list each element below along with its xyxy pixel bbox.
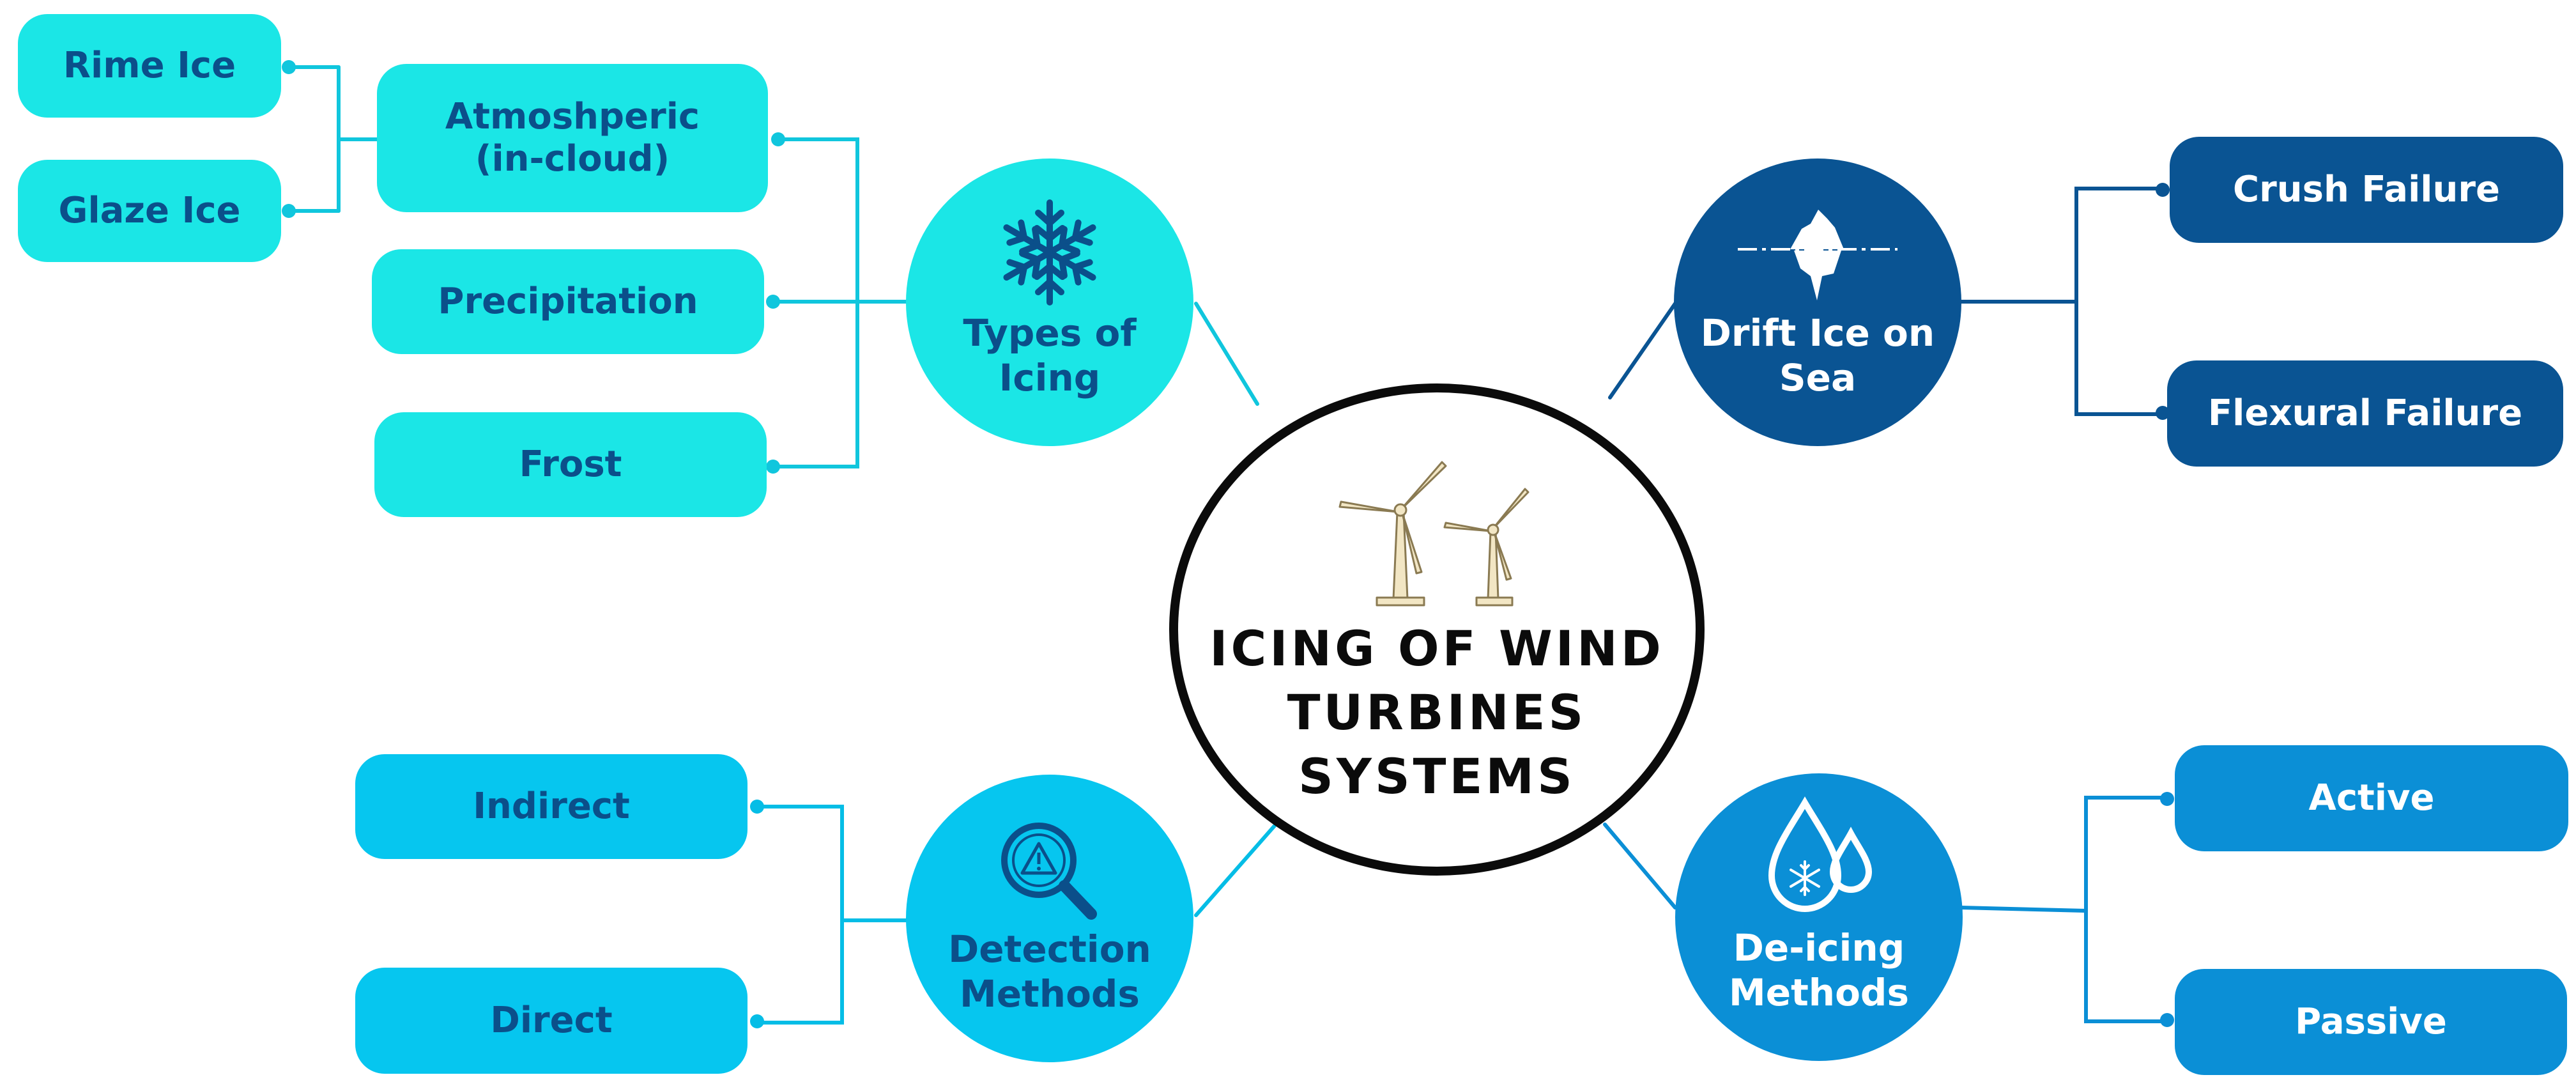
types-of-icing-label: Types of Icing	[963, 311, 1137, 399]
wind-turbines-icon	[1338, 461, 1529, 607]
atmospheric-label: Atmoshperic (in-cloud)	[445, 96, 700, 180]
water-drops-snowflake-icon	[1768, 796, 1873, 912]
atmospheric-box: Atmoshperic (in-cloud)	[377, 64, 768, 212]
drift-ice-hub: Drift Ice on Sea	[1674, 159, 1961, 446]
glaze-ice-label: Glaze Ice	[58, 190, 241, 231]
flexural-failure-box: Flexural Failure	[2167, 360, 2563, 467]
deicing-connectors	[1603, 792, 2174, 1027]
detection-methods-label: Detection Methods	[948, 927, 1151, 1016]
frost-label: Frost	[519, 444, 622, 485]
crush-failure-label: Crush Failure	[2233, 169, 2500, 210]
indirect-box: Indirect	[355, 754, 747, 859]
types-connectors	[282, 60, 1259, 474]
detection-methods-hub: Detection Methods	[906, 775, 1193, 1062]
detection-connectors	[750, 800, 1276, 1028]
direct-box: Direct	[355, 968, 747, 1074]
magnifier-warning-icon	[1001, 823, 1097, 920]
de-icing-methods-label: De-icing Methods	[1729, 926, 1909, 1014]
drift-ice-label: Drift Ice on Sea	[1700, 311, 1935, 399]
passive-label: Passive	[2295, 1001, 2447, 1042]
flexural-failure-label: Flexural Failure	[2207, 392, 2523, 434]
active-label: Active	[2308, 777, 2435, 819]
rime-ice-box: Rime Ice	[18, 14, 281, 118]
frost-box: Frost	[374, 412, 767, 517]
crush-failure-box: Crush Failure	[2170, 137, 2563, 243]
de-icing-methods-hub: De-icing Methods	[1675, 773, 1963, 1061]
iceberg-icon	[1738, 210, 1897, 300]
precipitation-label: Precipitation	[438, 281, 698, 322]
types-of-icing-hub: Types of Icing	[906, 159, 1193, 446]
active-box: Active	[2175, 745, 2568, 851]
glaze-ice-box: Glaze Ice	[18, 160, 281, 262]
indirect-label: Indirect	[473, 785, 630, 827]
drift-connectors	[1608, 183, 2170, 420]
snowflake-icon	[1003, 199, 1096, 306]
precipitation-box: Precipitation	[372, 249, 764, 354]
center-title: ICING OF WIND TURBINES SYSTEMS	[1209, 620, 1664, 805]
rime-ice-label: Rime Ice	[63, 45, 236, 86]
direct-label: Direct	[490, 1000, 613, 1041]
center-node: ICING OF WIND TURBINES SYSTEMS	[1169, 383, 1705, 876]
passive-box: Passive	[2175, 969, 2567, 1075]
